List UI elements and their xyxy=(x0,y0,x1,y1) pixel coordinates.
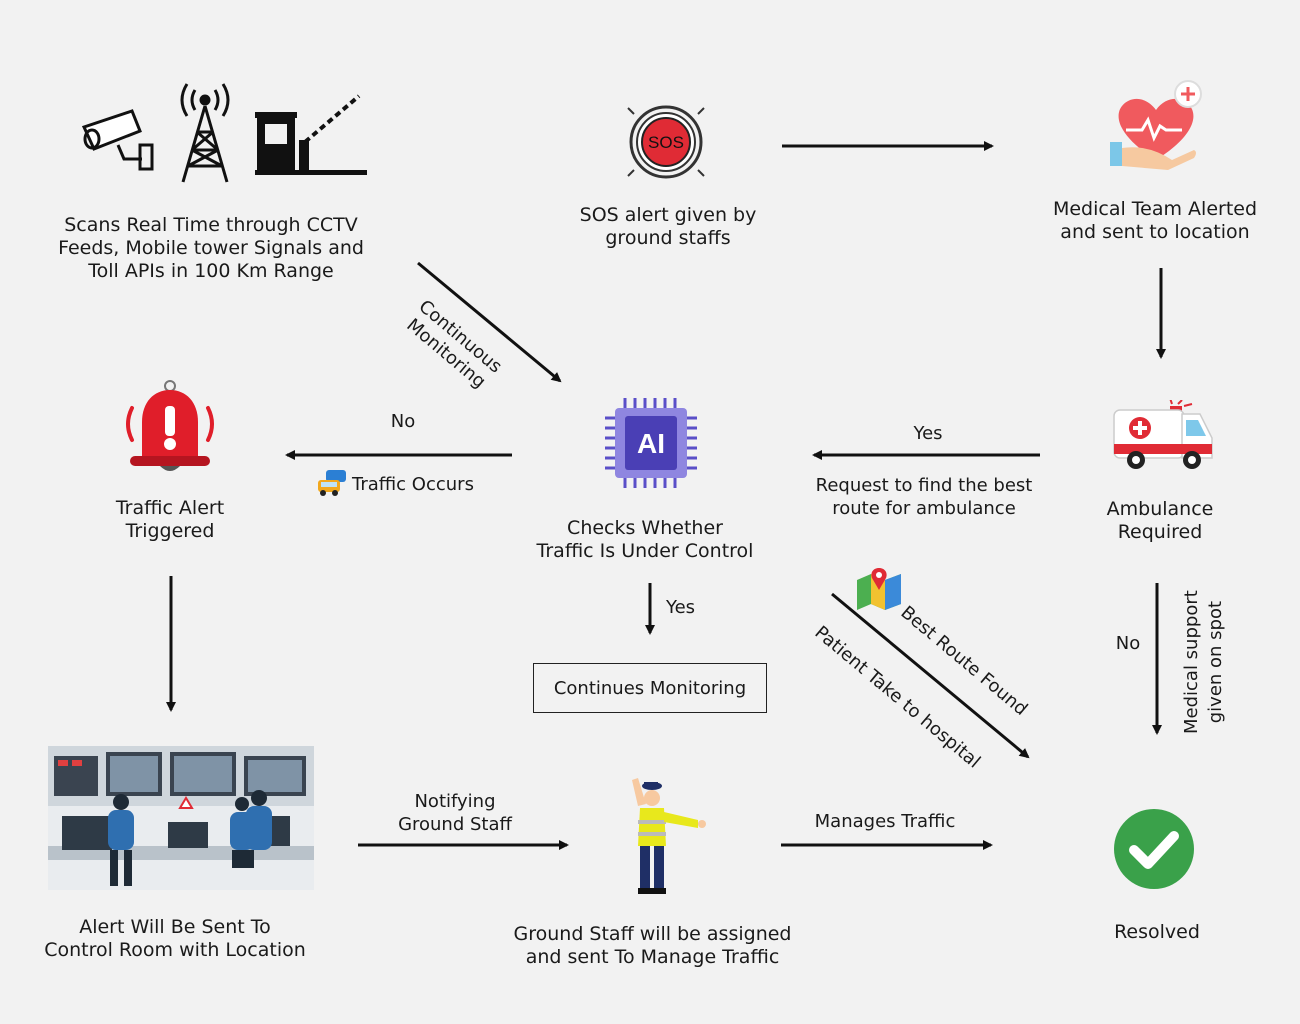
resolved-label: Resolved xyxy=(1114,921,1200,943)
notifying-edge-label: Notifying Ground Staff xyxy=(398,791,512,835)
traffic-cars-icon xyxy=(318,470,346,496)
yes-down-edge-label: Yes xyxy=(666,597,696,618)
check-circle-icon xyxy=(1114,809,1194,889)
control-room-label: Alert Will Be Sent To Control Room with … xyxy=(44,916,306,961)
manages-traffic-edge-label: Manages Traffic xyxy=(814,811,956,832)
arrow-scan-to-ai xyxy=(417,261,562,383)
svg-text:AI: AI xyxy=(637,428,665,459)
ai-check-label: Checks Whether Traffic Is Under Control xyxy=(536,517,754,562)
svg-text:SOS: SOS xyxy=(648,133,684,152)
traffic-alert-label: Traffic Alert Triggered xyxy=(115,497,225,542)
map-location-icon xyxy=(857,568,901,610)
alarm-bell-icon xyxy=(126,380,214,471)
sos-label: SOS alert given by ground staffs xyxy=(579,204,757,249)
ai-chip-icon: AI xyxy=(605,398,697,488)
yes-left-edge-label: Yes xyxy=(913,423,943,444)
ground-staff-label: Ground Staff will be assigned and sent T… xyxy=(513,923,792,968)
traffic-occurs-edge-label: Traffic Occurs xyxy=(352,474,474,495)
no-down-edge-label: No xyxy=(1115,633,1141,654)
traffic-police-icon xyxy=(632,778,706,894)
continues-monitoring-box: Continues Monitoring xyxy=(533,663,767,713)
medical-heart-icon xyxy=(1110,80,1202,170)
mobile-tower-icon xyxy=(180,83,230,183)
arrow-route-to-resolved xyxy=(831,592,1030,759)
scan-label: Scans Real Time through CCTV Feeds, Mobi… xyxy=(58,214,364,282)
no-left-edge-label: No xyxy=(390,411,416,432)
toll-gate-icon xyxy=(255,94,367,175)
request-route-edge-label: Request to find the best route for ambul… xyxy=(815,475,1033,519)
ambulance-label: Ambulance Required xyxy=(1106,498,1214,543)
cctv-camera-icon xyxy=(81,109,154,171)
ambulance-icon xyxy=(1113,400,1213,469)
medical-support-edge-label: Medical support given on spot xyxy=(1181,590,1226,734)
sos-alert-icon: SOS xyxy=(627,105,705,179)
medical-team-label: Medical Team Alerted and sent to locatio… xyxy=(1052,198,1258,243)
control-room-image xyxy=(48,746,314,890)
